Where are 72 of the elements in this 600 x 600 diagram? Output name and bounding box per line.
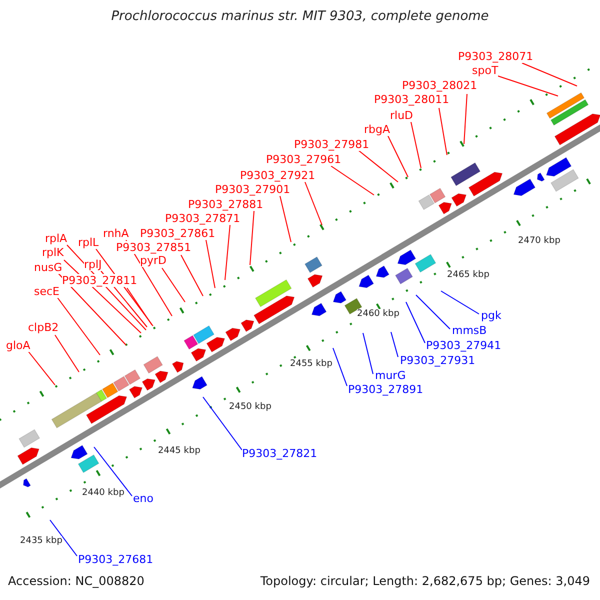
leader-line — [180, 254, 204, 296]
leader-line — [406, 302, 426, 344]
leader-line — [358, 150, 398, 182]
gene-label: rbgA — [364, 123, 390, 136]
leader-line — [330, 166, 374, 196]
leader-line — [206, 240, 216, 288]
scale-label: 2445 kbp — [158, 446, 200, 457]
leader-line — [498, 76, 558, 96]
leader-line — [250, 210, 254, 266]
scale-label: 2435 kbp — [20, 536, 62, 547]
gene-label: P9303_27961 — [266, 153, 342, 166]
gene-label: P9303_28021 — [402, 79, 478, 92]
gene-label: pgk — [481, 309, 502, 322]
leader-line — [224, 224, 230, 280]
gene-label: P9303_27981 — [294, 138, 370, 151]
gene-label: P9303_28071 — [458, 50, 534, 63]
leader-line — [332, 348, 348, 386]
leader-line — [54, 334, 80, 372]
gene-label: P9303_27941 — [426, 339, 502, 352]
leader-line — [410, 122, 422, 168]
scale-label: 2470 kbp — [518, 236, 560, 247]
leader-line — [56, 272, 126, 346]
leader-line — [304, 182, 322, 226]
leader-line — [416, 294, 450, 330]
gene-label: murG — [375, 369, 406, 382]
leader-line — [438, 108, 448, 156]
gene-label: P9303_27681 — [78, 553, 154, 566]
leader-line — [522, 62, 578, 86]
gene-label: P9303_27891 — [348, 383, 424, 396]
gene-label: rnhA — [103, 227, 129, 240]
gene-label: P9303_27921 — [240, 169, 316, 182]
gene-label: gloA — [6, 339, 30, 352]
gene-label: rplL — [78, 236, 99, 249]
leader-line — [162, 268, 186, 302]
leader-line — [28, 350, 56, 386]
gene-label: P9303_27851 — [116, 241, 192, 254]
leader-line — [464, 94, 468, 144]
scale-label: 2455 kbp — [290, 359, 332, 370]
gene-label: P9303_27821 — [242, 447, 318, 460]
gene-label: mmsB — [452, 324, 487, 337]
scale-label: 2460 kbp — [357, 309, 400, 320]
leader-line — [440, 290, 480, 314]
footer-text: Accession: NC_008820 — [8, 575, 144, 588]
gene-label: secE — [34, 285, 60, 298]
gene-label: P9303_28011 — [374, 93, 450, 106]
scale-label: 2440 kbp — [82, 488, 124, 499]
scale-label: 2465 kbp — [447, 270, 490, 281]
gene-label: P9303_27881 — [188, 198, 264, 211]
leader-line — [94, 446, 132, 496]
leader-line — [202, 396, 242, 450]
leader-line — [56, 296, 100, 356]
gene-label: rluD — [390, 109, 414, 122]
leader-line — [280, 196, 292, 242]
gene-label: rplA — [45, 232, 68, 245]
gene-label: P9303_27861 — [140, 227, 216, 240]
gene-label: rplJ — [84, 258, 102, 271]
gene-label: P9303_27871 — [165, 212, 240, 225]
footer-text: Topology: circular; Length: 2,682,675 bp; Genes: 3,049 — [260, 575, 590, 588]
leader-line — [50, 520, 78, 556]
gene-label: nusG — [34, 261, 62, 274]
gene-label: pyrD — [140, 254, 166, 267]
gene-label: P9303_27931 — [400, 354, 476, 367]
scale-label: 2450 kbp — [229, 402, 272, 413]
leader-line — [390, 332, 398, 358]
gene-label: P9303_27901 — [215, 183, 290, 196]
gene-label: clpB2 — [28, 321, 59, 334]
leader-line — [388, 136, 408, 178]
leader-line — [362, 332, 374, 374]
gene-label: rplK — [42, 246, 64, 259]
gene-label: P9303_27811 — [62, 274, 138, 287]
leader-line — [126, 288, 152, 326]
gene-label: spoT — [472, 64, 498, 77]
